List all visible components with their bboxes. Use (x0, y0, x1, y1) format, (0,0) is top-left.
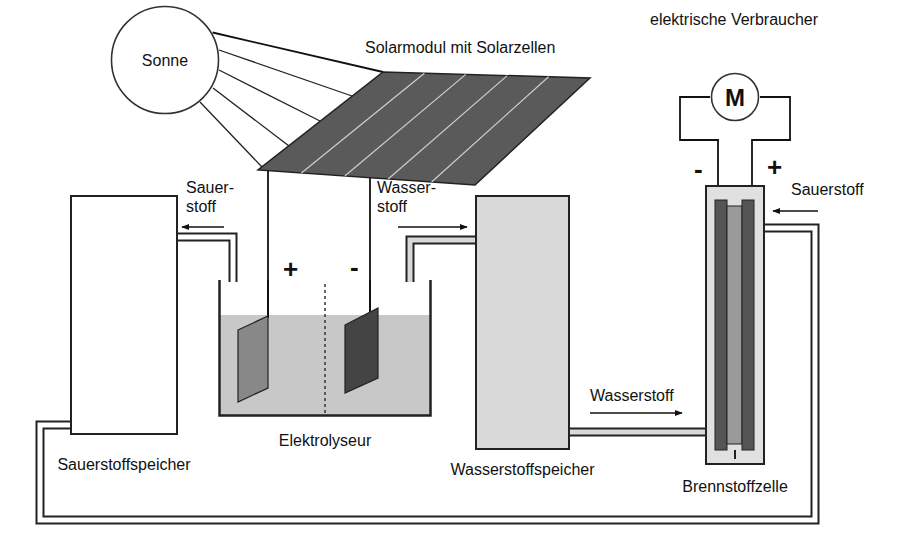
flow-label: Sauer- stoff (186, 178, 234, 216)
cell-membrane (727, 206, 742, 444)
sun-ray (213, 33, 383, 73)
node-caption: Elektrolyseur (279, 431, 371, 450)
wire-line (213, 33, 383, 73)
flow-label-holder: Wasser- stoff (377, 178, 429, 216)
sun-ray (200, 102, 262, 167)
hydrogen-pipe (570, 413, 705, 432)
cell-tick (734, 450, 736, 459)
flow-arrow (590, 412, 682, 414)
electrolyser: Elektrolyseur (218, 280, 432, 417)
pipe-bore (570, 430, 705, 435)
sun-ray (219, 70, 320, 121)
flow-arrow (398, 226, 467, 228)
cell-divider (345, 74, 466, 176)
pipe-bore (410, 240, 475, 282)
hydrogen-tank: Wasserstoffspeicher (475, 195, 570, 450)
wire (369, 280, 371, 312)
circle-shape (712, 74, 759, 121)
pipe-wall (410, 240, 475, 282)
node-label: Wasserstoffspeicher (450, 460, 594, 479)
flow-label: Wasserstoff (590, 386, 674, 405)
wire-line (369, 178, 371, 280)
plus-wire (752, 97, 790, 185)
oxygen-tank: Sauerstoffspeicher (70, 195, 178, 435)
sun-ray (213, 88, 289, 146)
wire-line (267, 171, 269, 280)
label-holder: + (283, 256, 298, 282)
flow-arrow (773, 210, 818, 212)
flow-label: Sauerstoff (791, 180, 864, 199)
minus-wire (680, 97, 718, 185)
node-label: Elektrolyseur (279, 431, 371, 450)
flow-label: Wasser- stoff (377, 178, 429, 216)
flow-label-holder: Sauer- stoff (186, 178, 234, 216)
polarity-sign: + (283, 254, 298, 284)
wire-line (752, 97, 790, 185)
label-holder: + (767, 154, 782, 180)
label-holder: elektrische Verbraucher (650, 10, 818, 29)
cell-electrode (715, 200, 727, 450)
tank-wall (220, 280, 431, 416)
membrane (324, 284, 326, 415)
pipe-wall (178, 237, 233, 282)
plus-wire (268, 171, 269, 280)
polarity-sign: - (694, 154, 703, 184)
wire (267, 280, 269, 318)
node-label: Sauerstoffspeicher (57, 455, 190, 474)
circle-content: M (710, 72, 760, 122)
cell-stack (707, 187, 763, 463)
label-holder: - (694, 156, 703, 182)
polarity-sign: - (350, 252, 359, 282)
circle-shape (112, 7, 219, 114)
node-caption: Wasserstoffspeicher (450, 460, 594, 479)
flow-arrow (182, 226, 224, 228)
panel-caption: Solarmodul mit Solarzellen (365, 38, 555, 57)
tank-outline (218, 280, 432, 417)
sun-circle: Sonne (110, 5, 220, 115)
pipe-wall (570, 428, 705, 437)
cell-divider (432, 77, 549, 182)
label-holder: - (350, 254, 359, 280)
cathode (345, 308, 378, 393)
panel-outline (250, 36, 595, 188)
cell-electrode (742, 200, 754, 450)
solar-panel: Solarmodul mit Solarzellen (250, 36, 595, 188)
node-label: Sonne (142, 51, 188, 70)
anode (238, 316, 268, 402)
pipe-bore (178, 237, 233, 282)
node-caption: Sauerstoffspeicher (57, 455, 190, 474)
consumer-label: elektrische Verbraucher (650, 11, 818, 28)
motor-circle: M (710, 72, 760, 122)
node-caption: Brennstoffzelle (682, 477, 788, 496)
minus-wire (370, 178, 371, 280)
sun-ray (219, 50, 352, 96)
motor-symbol: M (725, 88, 745, 107)
polarity-sign: + (767, 152, 782, 182)
node-label: Solarmodul mit Solarzellen (365, 39, 555, 56)
flow-label-holder: Wasserstoff (590, 386, 674, 405)
cell-divider (301, 73, 424, 173)
circle-content: Sonne (110, 5, 220, 115)
wire-line (680, 97, 718, 185)
node-label: Brennstoffzelle (682, 477, 788, 496)
cell-divider (388, 76, 507, 179)
oxygen-pipe (178, 227, 233, 282)
solar-panel-shape (258, 72, 590, 185)
hydrogen-pipe (398, 227, 475, 282)
fuel-cell: Brennstoffzelle (705, 185, 765, 465)
flow-label-holder: Sauerstoff (791, 180, 864, 199)
